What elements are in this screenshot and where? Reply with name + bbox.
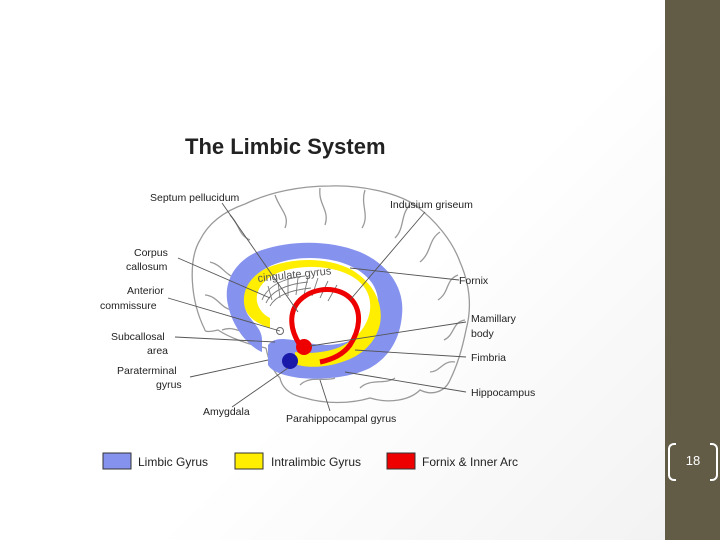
label-fornix: Fornix	[459, 275, 489, 287]
label-anterior-commissure-2: commissure	[100, 300, 157, 312]
leader-lines	[167, 202, 467, 412]
label-subcallosal-area-2: area	[147, 345, 168, 357]
label-hippocampus: Hippocampus	[471, 387, 535, 399]
label-mamillary-body-2: body	[471, 328, 495, 340]
label-indusium-griseum: Indusium griseum	[390, 199, 473, 211]
legend-label-limbic: Limbic Gyrus	[138, 455, 208, 469]
label-paraterminal-gyrus-1: Paraterminal	[117, 365, 177, 377]
label-mamillary-body-1: Mamillary	[471, 313, 517, 325]
legend-swatch-fornix	[386, 452, 416, 470]
page-number-bracket-right	[710, 443, 718, 481]
legend-swatch-limbic	[102, 452, 132, 470]
label-paraterminal-gyrus-2: gyrus	[156, 379, 182, 391]
legend-swatch-intralimbic	[234, 452, 264, 470]
label-anterior-commissure-1: Anterior	[127, 285, 164, 297]
diagram-labels: Septum pellucidum Indusium griseum Corpu…	[100, 192, 535, 425]
page-number-bracket-left	[668, 443, 676, 481]
legend-label-intralimbic: Intralimbic Gyrus	[271, 455, 361, 469]
limbic-diagram: The Limbic System	[100, 134, 535, 470]
legend-label-fornix: Fornix & Inner Arc	[422, 455, 518, 469]
label-subcallosal-area-1: Subcallosal	[111, 331, 165, 343]
page-number: 18	[685, 452, 701, 468]
mamillary-body-shape	[296, 339, 312, 355]
label-corpus-callosum-2: callosum	[126, 261, 168, 273]
label-corpus-callosum-1: Corpus	[134, 247, 168, 259]
amygdala-shape	[282, 353, 298, 369]
legend: Limbic Gyrus Intralimbic Gyrus Fornix & …	[102, 452, 518, 470]
label-parahippocampal-gyrus: Parahippocampal gyrus	[286, 413, 396, 425]
label-fimbria: Fimbria	[471, 352, 506, 364]
side-accent-bar	[665, 0, 720, 540]
label-septum-pellucidum: Septum pellucidum	[150, 192, 240, 204]
diagram-title: The Limbic System	[185, 134, 386, 159]
fornix-inner-arc	[289, 287, 361, 365]
label-amygdala: Amygdala	[203, 406, 250, 418]
